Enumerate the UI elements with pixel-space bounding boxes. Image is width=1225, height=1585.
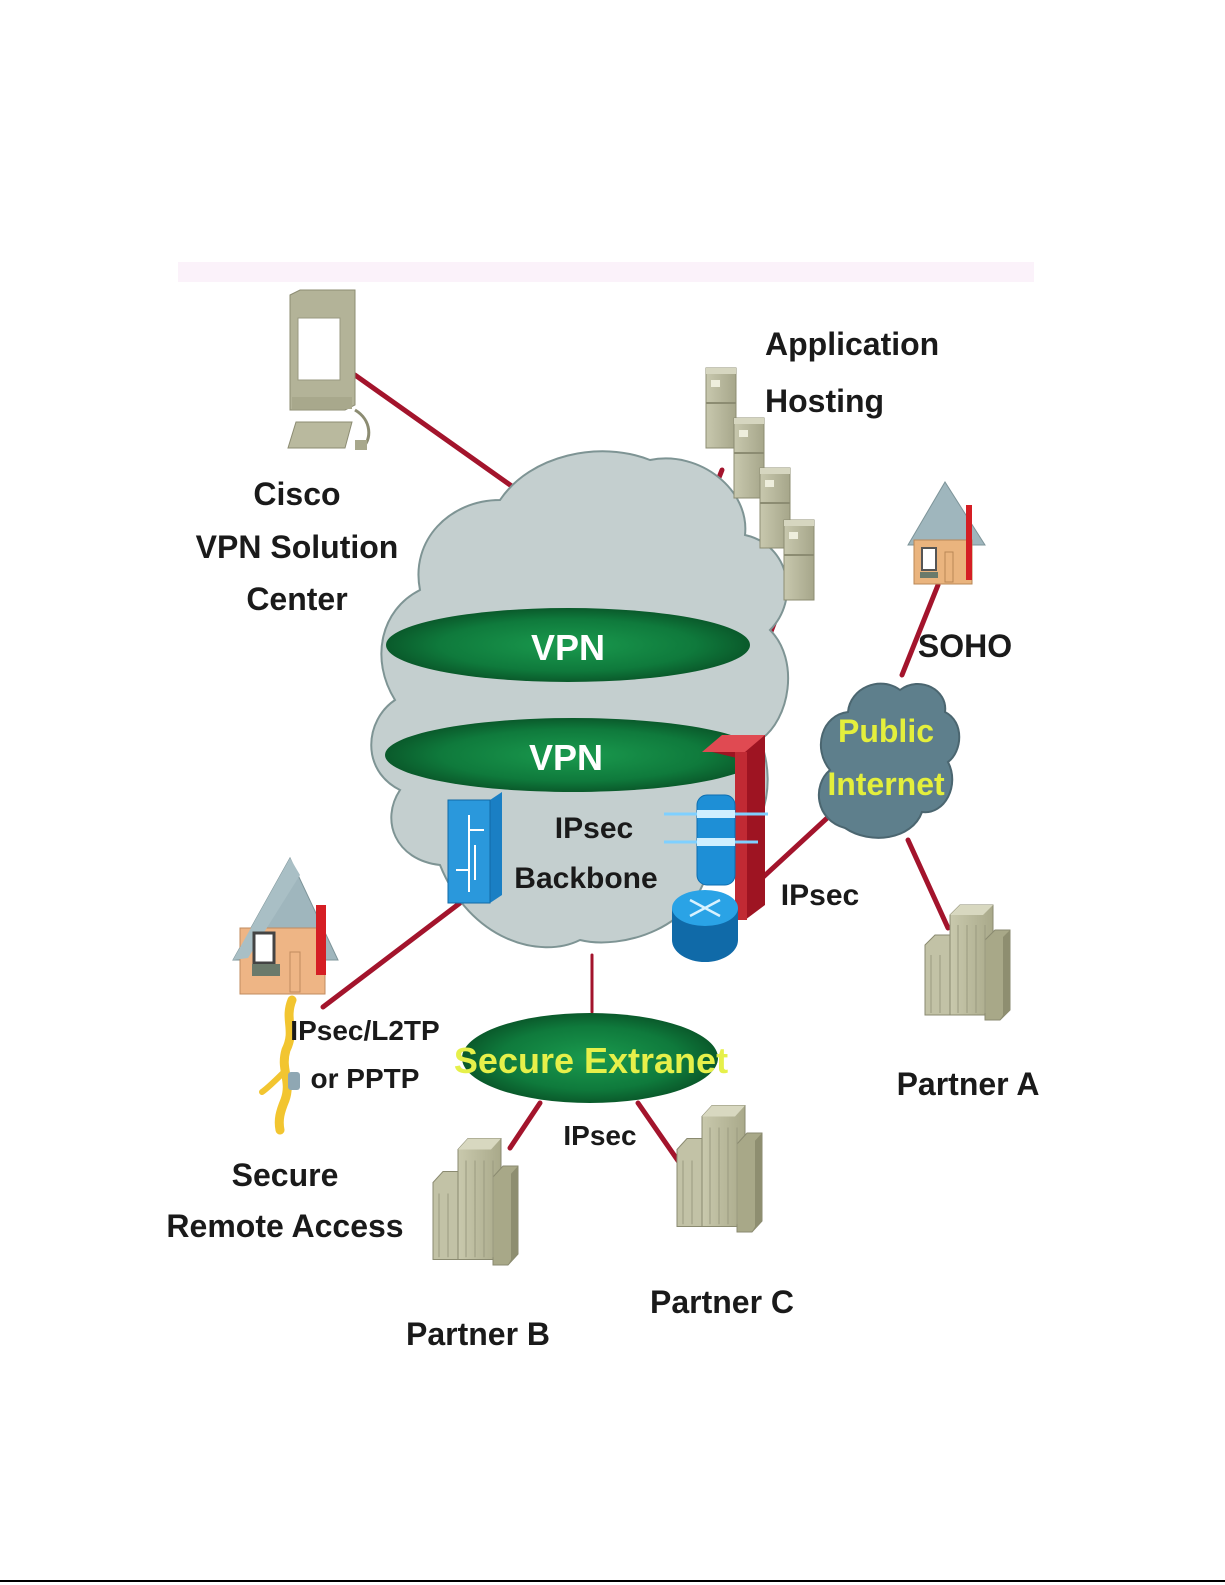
partner-b-building-icon — [432, 1137, 519, 1266]
svg-text:or PPTP: or PPTP — [311, 1063, 420, 1094]
workstation-icon — [287, 289, 371, 450]
vpn-tunnel-2: VPN — [385, 718, 761, 792]
svg-text:Hosting: Hosting — [765, 383, 884, 419]
vpn-tunnel-1: VPN — [386, 608, 750, 682]
vpn-router-icon — [664, 794, 768, 962]
diagram-header-band — [178, 262, 1034, 282]
soho-label: SOHO — [918, 628, 1012, 664]
link-remote-backbone — [320, 900, 463, 1010]
svg-text:Application: Application — [765, 326, 939, 362]
svg-text:IPsec/L2TP: IPsec/L2TP — [290, 1015, 439, 1046]
application-hosting-label: Application Hosting — [765, 326, 939, 419]
svg-text:Center: Center — [246, 581, 347, 617]
link-backbone-internet — [757, 805, 841, 883]
ipsec-backbone-label-2: Backbone — [514, 862, 657, 895]
link-internet-partner-a — [905, 837, 951, 931]
mobile-user-icon — [259, 995, 300, 1135]
public-internet-label-2: Internet — [827, 766, 945, 802]
vpn-concentrator-icon — [447, 792, 502, 904]
partner-c-building-icon — [676, 1104, 763, 1233]
secure-extranet: Secure Extranet — [454, 1013, 728, 1103]
vpn-tunnel-1-label: VPN — [531, 627, 605, 668]
partner-a-label: Partner A — [897, 1066, 1040, 1102]
link-soho-internet — [899, 582, 941, 678]
svg-text:VPN Solution: VPN Solution — [196, 529, 399, 565]
firewall-icon — [702, 735, 765, 920]
svg-text:Cisco: Cisco — [253, 476, 340, 512]
secure-extranet-label: Secure Extranet — [454, 1040, 728, 1081]
soho-house-icon — [907, 481, 986, 585]
remote-house-icon — [232, 856, 339, 995]
ipsec-backbone-label-1: IPsec — [555, 812, 633, 845]
public-internet-label-1: Public — [838, 713, 934, 749]
partner-a-building-icon — [924, 904, 1011, 1021]
vpn-solution-center-label: Cisco VPN Solution Center — [196, 476, 399, 617]
link-vpn-center-backbone — [352, 372, 523, 495]
partner-b-label: Partner B — [406, 1316, 550, 1352]
public-internet-cloud: Public Internet — [817, 682, 961, 839]
extranet-ipsec-label: IPsec — [563, 1120, 636, 1151]
svg-text:Remote Access: Remote Access — [166, 1208, 403, 1244]
partner-c-label: Partner C — [650, 1284, 794, 1320]
secure-remote-access-label: Secure Remote Access — [166, 1157, 403, 1244]
internet-ipsec-label: IPsec — [781, 879, 859, 912]
page-bottom-rule — [0, 1580, 1225, 1582]
network-links — [320, 372, 951, 1181]
vpn-tunnel-2-label: VPN — [529, 737, 603, 778]
remote-protocol-label: IPsec/L2TP or PPTP — [290, 1015, 439, 1094]
link-extranet-partner-b — [507, 1100, 543, 1151]
svg-text:Secure: Secure — [232, 1157, 339, 1193]
